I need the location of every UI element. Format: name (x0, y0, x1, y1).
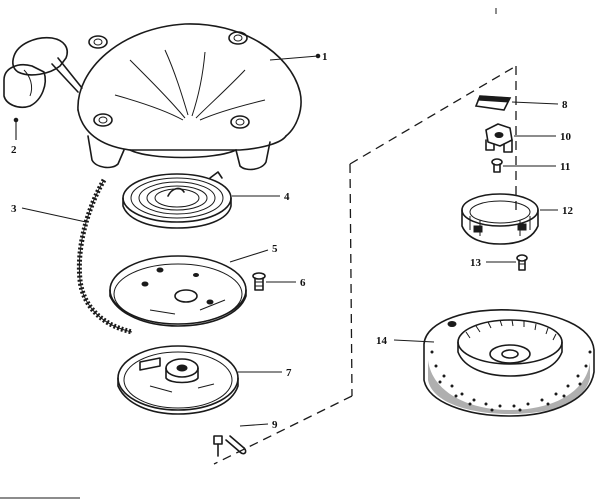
callout-labels: 1 2 3 4 5 6 7 8 9 10 11 12 13 14 (11, 51, 574, 431)
callout-6: 6 (300, 277, 306, 289)
part-3-starter-rope (76, 178, 133, 335)
part-10-pawl-retainer (485, 123, 513, 153)
part-1-starter-housing (77, 23, 302, 171)
leader-9 (239, 423, 269, 427)
part-6-screw (252, 272, 266, 291)
part-5-retainer-plate (109, 255, 247, 327)
callout-3: 3 (11, 203, 17, 215)
part-14-starter-drum (423, 309, 595, 417)
callout-4: 4 (284, 191, 290, 203)
leader-1 (269, 55, 319, 61)
part-13-screw (516, 254, 528, 271)
part-4-recoil-spring (122, 171, 232, 229)
callout-12: 12 (562, 205, 574, 217)
callout-7: 7 (286, 367, 292, 379)
part-11-screw (491, 158, 503, 173)
callout-13: 13 (470, 257, 482, 269)
callout-14: 14 (376, 335, 388, 347)
leader-14 (393, 339, 435, 343)
part-2-starter-handle (3, 36, 83, 109)
callout-2: 2 (11, 144, 17, 156)
callout-1: 1 (322, 51, 328, 63)
part-8-pawl (474, 95, 512, 111)
callout-10: 10 (560, 131, 572, 143)
part-7-pulley (117, 345, 239, 415)
assembly-dashed-boundary (213, 65, 517, 465)
leader-8 (511, 101, 559, 105)
part-9-screw (213, 435, 247, 457)
leader-3 (21, 207, 87, 223)
callout-11: 11 (560, 161, 570, 173)
part-12-ratchet-cup (461, 193, 539, 245)
knurled-texture (430, 350, 592, 412)
leader-lines (13, 53, 559, 427)
callout-5: 5 (272, 243, 278, 255)
callout-9: 9 (272, 419, 278, 431)
leader-5 (229, 249, 269, 263)
callout-8: 8 (562, 99, 568, 111)
